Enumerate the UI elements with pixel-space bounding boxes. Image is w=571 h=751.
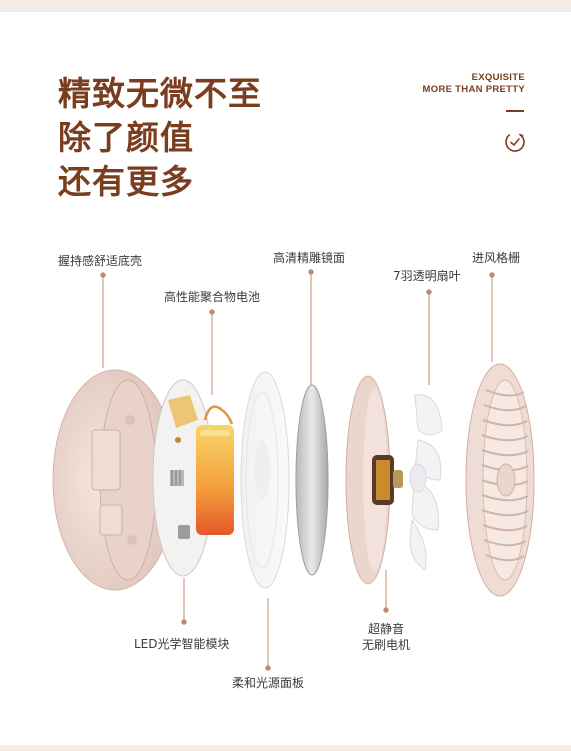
blades-part bbox=[409, 394, 443, 571]
english-tagline: EXQUISITE MORE THAN PRETTY bbox=[423, 72, 525, 96]
leader-lines bbox=[100, 269, 495, 671]
tagline-line-1: EXQUISITE bbox=[471, 72, 525, 83]
bottom-strip bbox=[0, 745, 571, 751]
tagline-line-2: MORE THAN PRETTY bbox=[422, 84, 525, 95]
headline: 精致无微不至 除了颜值 还有更多 bbox=[58, 72, 262, 204]
grip-shell-part bbox=[52, 369, 178, 591]
top-strip bbox=[0, 0, 571, 12]
light-panel-part bbox=[240, 371, 290, 589]
label-motor-line-1: 超静音 bbox=[368, 622, 405, 636]
label-led-module: LED光学智能模块 bbox=[134, 637, 230, 651]
label-lens: 高清精雕镜面 bbox=[273, 251, 346, 265]
headline-line-3: 还有更多 bbox=[58, 162, 194, 201]
grille-part bbox=[465, 363, 535, 597]
label-blades: 7羽透明扇叶 bbox=[393, 269, 461, 283]
label-grip-shell: 握持感舒适底壳 bbox=[58, 254, 143, 268]
refresh-check-icon bbox=[505, 132, 525, 152]
motor-frame-part bbox=[345, 375, 403, 585]
label-motor-line-2: 无刷电机 bbox=[362, 638, 411, 652]
headline-line-1: 精致无微不至 bbox=[58, 74, 262, 113]
lens-part bbox=[295, 384, 329, 576]
tagline-divider bbox=[506, 110, 524, 112]
label-light-panel: 柔和光源面板 bbox=[232, 676, 305, 690]
label-grille: 进风格栅 bbox=[472, 251, 521, 265]
headline-line-2: 除了颜值 bbox=[58, 118, 194, 157]
label-battery: 高性能聚合物电池 bbox=[164, 290, 261, 304]
battery-part bbox=[196, 405, 234, 535]
